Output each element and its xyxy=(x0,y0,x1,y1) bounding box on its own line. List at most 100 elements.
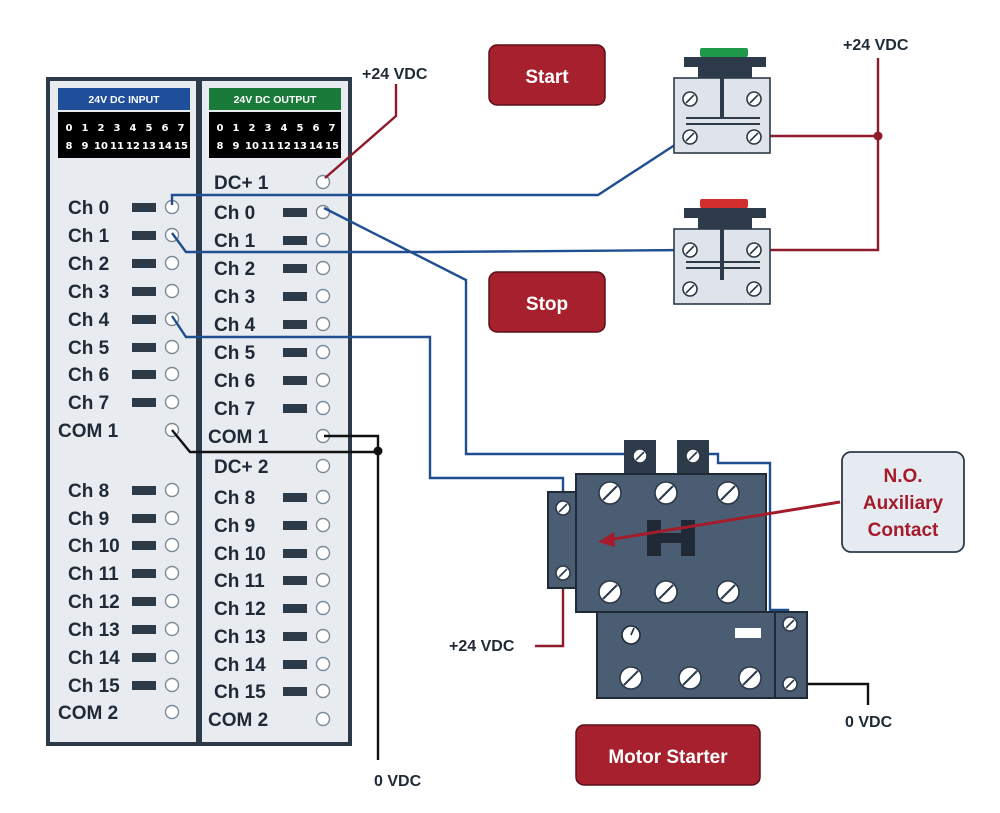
output-channel-indicator xyxy=(283,292,307,301)
output-terminal xyxy=(315,572,331,588)
output-channel-indicator xyxy=(283,632,307,641)
input-terminal xyxy=(164,677,180,693)
input-channel-row: Ch 5 xyxy=(68,338,180,359)
output-channel-row: Ch 12 xyxy=(214,599,331,620)
output-channel-row: Ch 1 xyxy=(214,231,331,252)
led-number: 3 xyxy=(114,123,121,134)
input-channel-row: COM 2 xyxy=(58,703,180,724)
output-channel-indicator xyxy=(283,660,307,669)
output-channel-row: Ch 3 xyxy=(214,287,331,308)
output-channel-row: Ch 2 xyxy=(214,259,331,280)
wire-24v-dc-plus-1 xyxy=(324,84,398,179)
input-channel-indicator xyxy=(132,315,156,324)
led-number: 4 xyxy=(130,123,137,134)
output-channel-indicator xyxy=(283,493,307,502)
led-number: 13 xyxy=(293,141,307,152)
output-channel-label: Ch 10 xyxy=(214,544,266,565)
callout-line-2: Auxiliary xyxy=(863,493,944,514)
input-terminal xyxy=(164,593,180,609)
input-channel-indicator xyxy=(132,569,156,578)
output-channel-row: Ch 10 xyxy=(214,544,331,565)
input-terminal xyxy=(164,394,180,410)
led-number: 9 xyxy=(233,141,240,152)
callout-box: N.O. Auxiliary Contact xyxy=(841,451,965,553)
input-channel-row: Ch 13 xyxy=(68,620,180,641)
output-terminal xyxy=(315,174,331,190)
label-24vdc-top: +24 VDC xyxy=(362,66,428,83)
input-channel-indicator xyxy=(132,259,156,268)
input-module-title: 24V DC INPUT xyxy=(88,94,160,106)
input-channel-label: Ch 10 xyxy=(68,536,120,557)
led-number: 4 xyxy=(281,123,288,134)
output-channel-indicator xyxy=(283,521,307,530)
input-module-header xyxy=(58,88,190,110)
input-channel-indicator xyxy=(132,486,156,495)
output-channel-row: Ch 13 xyxy=(214,627,331,648)
wire-24v-aux xyxy=(535,573,565,648)
input-channel-label: COM 1 xyxy=(58,421,119,442)
start-cap xyxy=(700,48,748,57)
led-number: 2 xyxy=(249,123,256,134)
input-channel-indicator xyxy=(132,514,156,523)
output-channel-label: Ch 15 xyxy=(214,682,266,703)
led-number: 8 xyxy=(217,141,224,152)
output-terminal xyxy=(315,260,331,276)
led-number: 0 xyxy=(66,123,73,134)
callout-arrow-line xyxy=(607,500,841,542)
output-channel-label: Ch 11 xyxy=(214,571,265,592)
wire-com1-input xyxy=(171,429,378,454)
output-channel-indicator xyxy=(283,348,307,357)
output-channel-indicator xyxy=(283,604,307,613)
stop-cap xyxy=(700,199,748,208)
led-number: 13 xyxy=(142,141,156,152)
output-module-header xyxy=(209,88,341,110)
input-channel-row: Ch 3 xyxy=(68,282,180,303)
input-channel-row: Ch 15 xyxy=(68,676,180,697)
input-terminal xyxy=(164,283,180,299)
led-number: 15 xyxy=(325,141,339,152)
input-channel-row: Ch 7 xyxy=(68,393,180,414)
input-channel-label: Ch 11 xyxy=(68,564,119,585)
input-channel-indicator xyxy=(132,370,156,379)
wire-com1-output xyxy=(324,434,380,760)
output-channel-label: Ch 9 xyxy=(214,516,255,537)
output-channel-list: DC+ 1Ch 0Ch 1Ch 2Ch 3Ch 4Ch 5Ch 6Ch 7COM… xyxy=(208,173,331,731)
output-channel-label: Ch 3 xyxy=(214,287,255,308)
led-number: 11 xyxy=(110,141,124,152)
output-channel-row: Ch 7 xyxy=(214,399,331,420)
input-channel-row: Ch 4 xyxy=(68,310,180,331)
output-terminal xyxy=(315,458,331,474)
output-channel-label: Ch 5 xyxy=(214,343,256,364)
callout-arrow-head xyxy=(598,532,615,547)
output-terminal xyxy=(315,372,331,388)
wire-0v-overload xyxy=(790,682,870,705)
led-number: 2 xyxy=(98,123,105,134)
output-channel-indicator xyxy=(283,208,307,217)
output-channel-label: Ch 4 xyxy=(214,315,256,336)
input-terminal xyxy=(164,565,180,581)
output-channel-row: Ch 15 xyxy=(214,682,331,703)
output-channel-row: COM 2 xyxy=(208,710,331,731)
wire-ch4-to-aux xyxy=(171,315,565,505)
input-channel-label: Ch 14 xyxy=(68,648,120,669)
input-terminal xyxy=(164,255,180,271)
input-channel-row: Ch 14 xyxy=(68,648,180,669)
led-number: 9 xyxy=(82,141,89,152)
stop-pushbutton xyxy=(673,199,771,305)
output-channel-label: Ch 8 xyxy=(214,488,255,509)
input-terminal xyxy=(164,510,180,526)
label-0vdc-right: 0 VDC xyxy=(845,714,893,731)
input-channel-row: Ch 0 xyxy=(68,198,180,219)
wire-coil-to-overload xyxy=(690,452,790,622)
output-terminal xyxy=(315,517,331,533)
led-number: 1 xyxy=(233,123,240,134)
output-terminal xyxy=(315,288,331,304)
input-terminal xyxy=(164,537,180,553)
input-channel-indicator xyxy=(132,287,156,296)
input-channel-label: Ch 12 xyxy=(68,592,120,613)
input-channel-label: Ch 3 xyxy=(68,282,109,303)
output-channel-label: Ch 13 xyxy=(214,627,266,648)
